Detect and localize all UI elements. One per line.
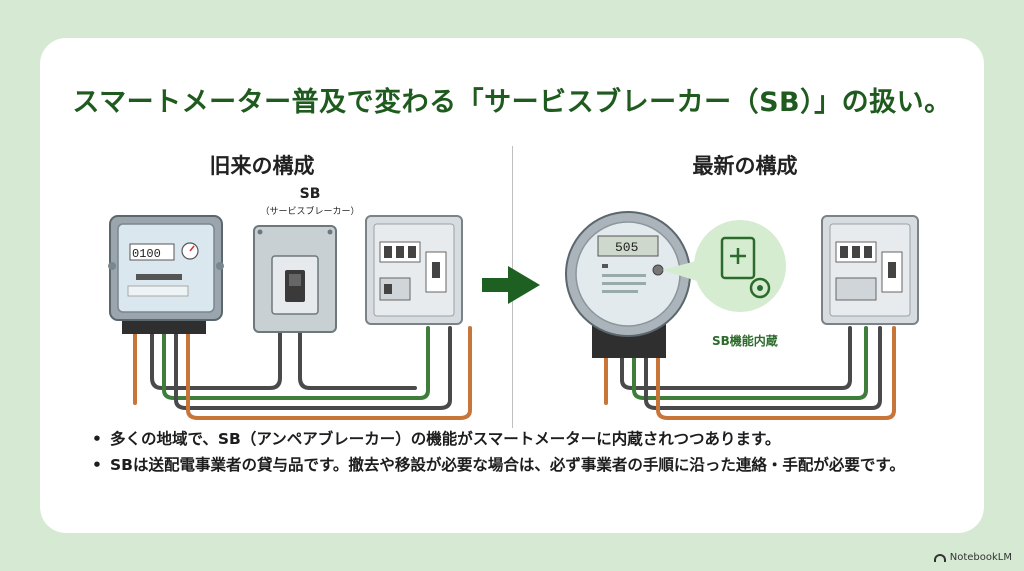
bullet-item-2: SBは送配電事業者の貸与品です。撤去や移設が必要な場合は、必ず事業者の手順に沿っ… (92, 452, 952, 478)
smart-meter-display: 505 (615, 240, 638, 255)
breaker-gear-icon (720, 236, 771, 299)
notebooklm-logo-icon (933, 553, 946, 562)
bullet-list: 多くの地域で、SB（アンペアブレーカー）の機能がスマートメーターに内蔵されつつあ… (92, 426, 952, 478)
sb-built-in-label: SB機能内蔵 (712, 333, 778, 348)
meter-counter-text: 0100 (132, 247, 161, 261)
analog-meter: 0100 (108, 215, 224, 334)
slide-card: スマートメーター普及で変わる「サービスブレーカー（SB）」の扱い。 旧来の構成 … (40, 38, 984, 533)
sb-label-main: SB (299, 186, 321, 202)
new-wiring (604, 326, 896, 420)
sb-label: SB （サービスブレーカー） (240, 186, 380, 217)
configuration-diagram: 0100 (108, 211, 919, 420)
new-config-heading: 最新の構成 (692, 154, 798, 178)
watermark-text: NotebookLM (949, 552, 1012, 563)
old-wiring (133, 326, 472, 420)
smart-meter: 505 (565, 211, 691, 358)
old-config-heading: 旧来の構成 (209, 154, 315, 178)
notebooklm-watermark: NotebookLM (933, 552, 1012, 563)
distribution-panel-new (821, 215, 919, 325)
arrow-right-icon (482, 266, 540, 304)
sb-label-sub: （サービスブレーカー） (260, 207, 360, 217)
service-breaker (253, 225, 337, 333)
bullet-item-1: 多くの地域で、SB（アンペアブレーカー）の機能がスマートメーターに内蔵されつつあ… (92, 426, 952, 452)
slide-title: スマートメーター普及で変わる「サービスブレーカー（SB）」の扱い。 (72, 87, 952, 118)
distribution-panel-old (365, 215, 463, 325)
sb-built-in-callout: SB機能内蔵 (662, 220, 786, 348)
